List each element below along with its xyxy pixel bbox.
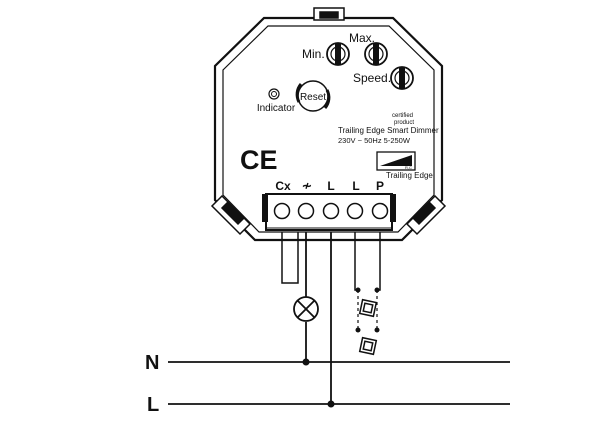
terminal-label-l2: L <box>352 179 359 193</box>
terminal-screws <box>273 202 389 220</box>
certified-line-2: product <box>394 120 414 126</box>
pushbutton-icon-extra <box>358 336 378 356</box>
lamp-icon <box>293 296 319 322</box>
knob-max-label: Max. <box>349 31 375 45</box>
housing-outline <box>213 16 444 242</box>
knob-max[interactable] <box>364 42 388 66</box>
terminal-labels: Cx ≁ L L P <box>275 178 384 193</box>
terminal-label-l1: L <box>327 179 334 193</box>
pushbutton-icon <box>358 298 378 318</box>
capacitor-wire <box>281 232 299 284</box>
terminal-label-cx: Cx <box>275 179 291 193</box>
indicator-led <box>268 88 280 100</box>
knob-min-label: Min. <box>302 47 325 61</box>
neutral-line <box>168 358 510 366</box>
pushbutton-group <box>357 290 378 332</box>
mode-badge-label: R,C <box>405 165 412 170</box>
top-clip <box>313 7 345 21</box>
certified-line-1: certified <box>392 113 413 119</box>
pushbutton-junctions <box>355 287 380 333</box>
knob-min[interactable] <box>326 42 350 66</box>
product-name: Trailing Edge Smart Dimmer <box>338 126 439 135</box>
terminal-label-switch: ≁ <box>302 178 313 193</box>
product-rating: 230V ~ 50Hz 5-250W <box>338 136 411 145</box>
live-line <box>168 400 510 408</box>
dimmer-housing <box>213 16 444 242</box>
terminal-label-p: P <box>376 179 384 193</box>
reset-label: Reset <box>300 92 326 103</box>
mode-label: Trailing Edge <box>386 171 433 180</box>
left-mounting-clip <box>210 194 252 236</box>
neutral-label: N <box>145 352 159 374</box>
terminal-screw-l2 <box>346 202 364 220</box>
terminal-screw-cx <box>273 202 291 220</box>
terminal-screw-l1 <box>322 202 340 220</box>
live-label: L <box>147 394 159 416</box>
knob-speed[interactable] <box>390 66 414 90</box>
housing-inner-outline <box>222 25 435 233</box>
indicator-label: Indicator <box>257 103 296 114</box>
reset-button[interactable] <box>295 80 331 112</box>
knob-speed-label: Speed. <box>353 71 391 85</box>
right-mounting-clip <box>405 194 447 236</box>
ce-mark: CE <box>240 145 278 175</box>
terminal-screw-p <box>371 202 389 220</box>
terminal-screw-switch <box>297 202 315 220</box>
mode-badge <box>376 151 416 171</box>
